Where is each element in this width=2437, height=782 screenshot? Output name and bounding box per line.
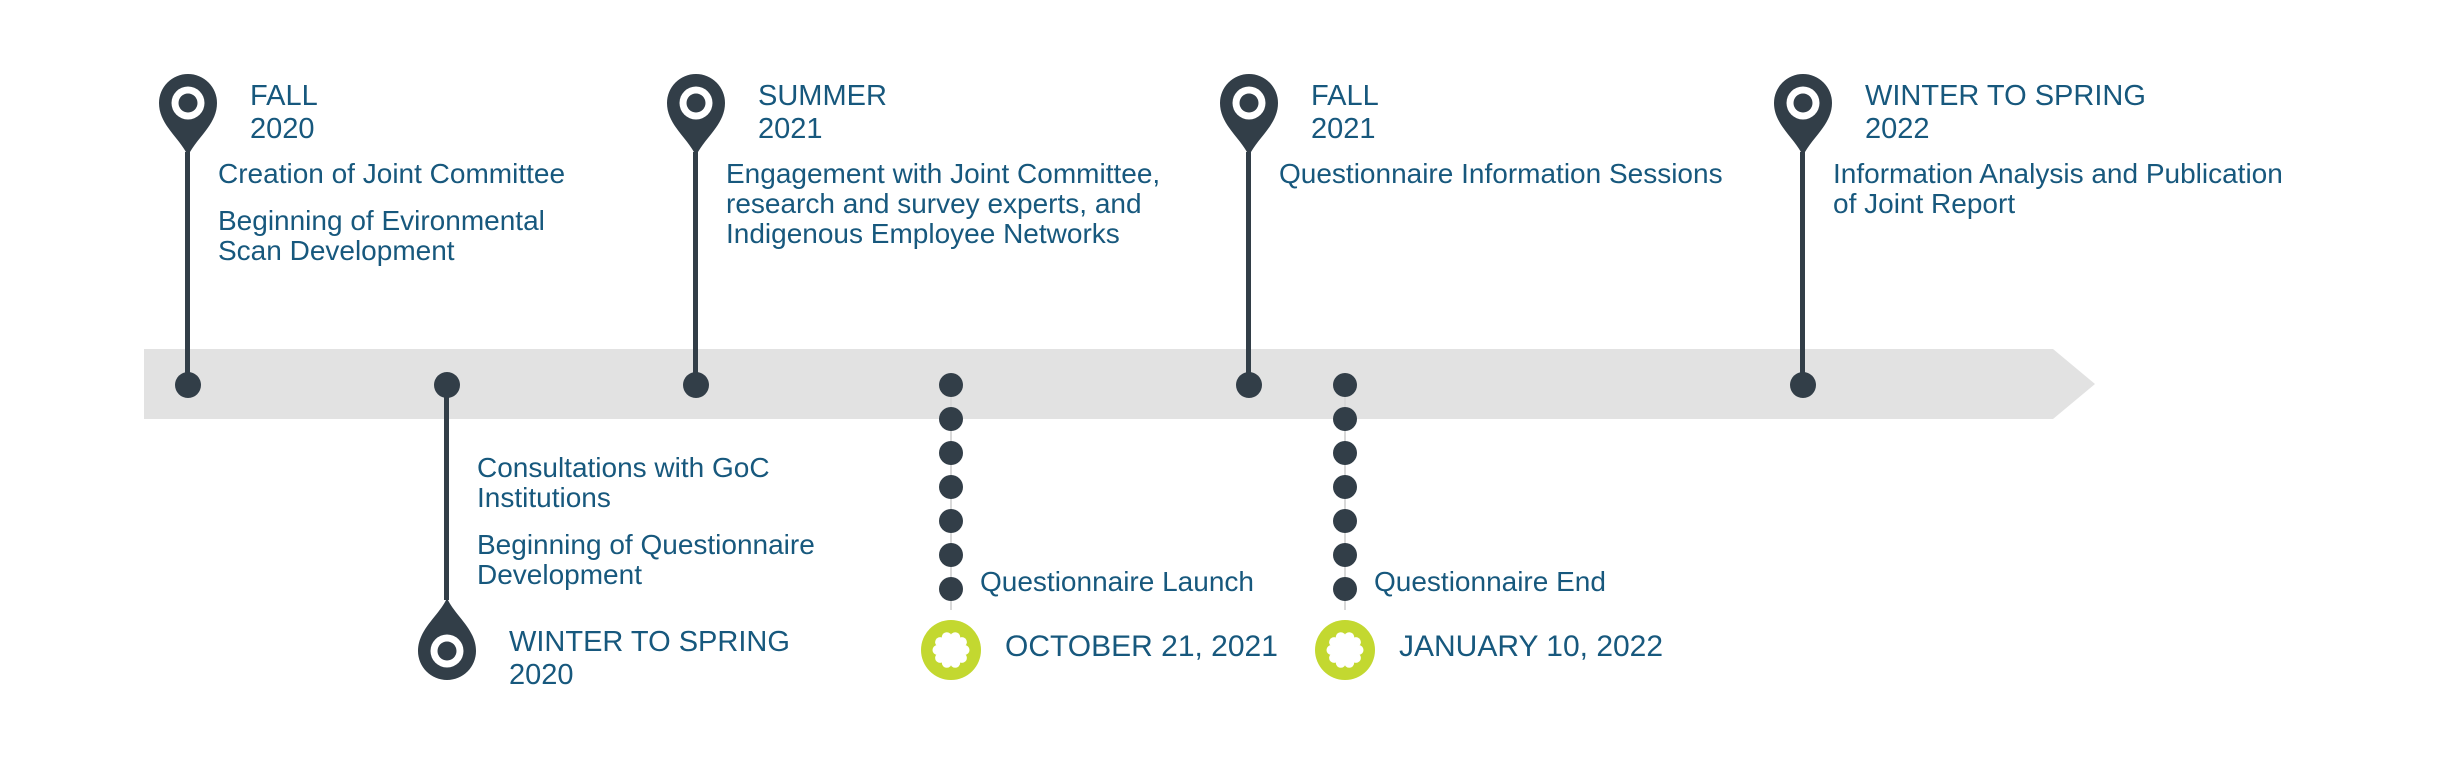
milestone-date-line: WINTER TO SPRING [1865, 80, 2146, 112]
milestone-band-dot [175, 372, 201, 398]
map-pin-icon [418, 598, 476, 680]
milestone-date: WINTER TO SPRING 2022 [1865, 80, 2146, 146]
gear-badge-icon [1315, 620, 1375, 680]
description-line: Information Analysis and Publication [1833, 158, 2283, 189]
event-dot [939, 407, 963, 431]
description-line: Consultations with GoC [477, 452, 770, 483]
milestone-date-line: FALL [250, 80, 318, 112]
milestone-date-line: WINTER TO SPRING [509, 626, 790, 658]
milestone-date: WINTER TO SPRING 2020 [509, 626, 790, 692]
event-dot [1333, 543, 1357, 567]
milestone-date: FALL 2021 [1311, 80, 1379, 146]
gear-badge-icon [921, 620, 981, 680]
milestone-stem [1246, 152, 1251, 385]
description-line: Questionnaire Information Sessions [1279, 158, 1723, 189]
description-line: Beginning of Questionnaire [477, 529, 815, 560]
description-line: of Joint Report [1833, 188, 2016, 219]
event-dot [939, 475, 963, 499]
description-line: Beginning of Evironmental [218, 205, 545, 236]
milestone-stem [693, 152, 698, 385]
milestone-date: FALL 2020 [250, 80, 318, 146]
milestone-date-line: 2021 [758, 113, 823, 145]
milestone-date-line: 2020 [509, 659, 574, 691]
event-dot [939, 577, 963, 601]
milestone-date-line: SUMMER [758, 80, 887, 112]
event-label: Questionnaire Launch [980, 566, 1254, 597]
milestone-description: Creation of Joint Committee Beginning of… [218, 159, 565, 266]
description-line: Scan Development [218, 235, 455, 266]
description-line: Indigenous Employee Networks [726, 218, 1120, 249]
event-date: OCTOBER 21, 2021 [1005, 630, 1278, 663]
milestone-stem [444, 385, 449, 600]
event-date: JANUARY 10, 2022 [1399, 630, 1664, 663]
event-dot [1333, 475, 1357, 499]
milestone-stem [185, 152, 190, 385]
milestone-band-dot [1790, 372, 1816, 398]
milestone-date-line: FALL [1311, 80, 1379, 112]
timeline-arrow-head-icon [2053, 349, 2095, 419]
milestone-description: Engagement with Joint Committee, researc… [726, 159, 1160, 249]
map-pin-icon [1774, 74, 1832, 156]
event-dot [939, 373, 963, 397]
milestone-description: Information Analysis and Publication of … [1833, 159, 2283, 219]
description-line: Development [477, 559, 642, 590]
description-line: research and survey experts, and [726, 188, 1142, 219]
map-pin-icon [667, 74, 725, 156]
description-line: Institutions [477, 482, 611, 513]
milestone-date-line: 2022 [1865, 113, 1930, 145]
event-dot [939, 441, 963, 465]
event-dot [1333, 577, 1357, 601]
description-line: Engagement with Joint Committee, [726, 158, 1161, 189]
map-pin-icon [1220, 74, 1278, 156]
milestone-description: Questionnaire Information Sessions [1279, 159, 1723, 189]
milestone-band-dot [683, 372, 709, 398]
milestone-date-line: 2021 [1311, 113, 1376, 145]
event-dot [1333, 373, 1357, 397]
event-dot [939, 543, 963, 567]
event-dot [1333, 509, 1357, 533]
timeline-band [144, 349, 2053, 419]
map-pin-icon [159, 74, 217, 156]
event-dot [1333, 441, 1357, 465]
milestone-date: SUMMER 2021 [758, 80, 887, 146]
event-dot [939, 509, 963, 533]
description-line: Creation of Joint Committee [218, 158, 566, 189]
event-label: Questionnaire End [1374, 566, 1606, 597]
milestone-description: Consultations with GoC Institutions Begi… [477, 453, 815, 590]
event-dot [1333, 407, 1357, 431]
milestone-stem [1800, 152, 1805, 385]
milestone-band-dot [1236, 372, 1262, 398]
milestone-date-line: 2020 [250, 113, 315, 145]
